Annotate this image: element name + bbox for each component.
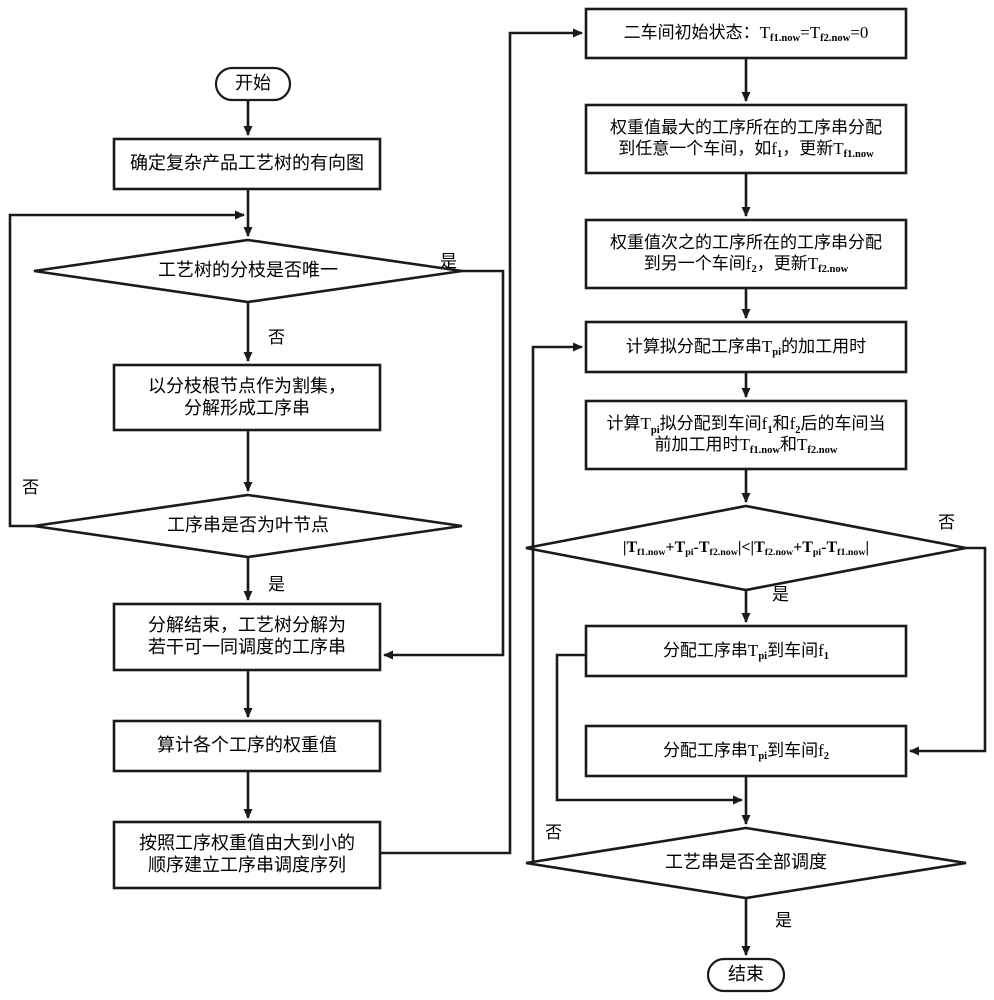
node-d1-shape <box>33 238 463 304</box>
node-n5-shape <box>112 820 382 890</box>
node-start-shape <box>214 66 292 102</box>
node-end-shape <box>706 957 786 993</box>
node-r7-shape <box>584 724 908 778</box>
node-d3-shape <box>525 504 967 592</box>
node-n3-shape <box>112 602 382 672</box>
node-d4-shape <box>525 826 967 900</box>
edge-label-d3-yes: 是 <box>772 585 789 604</box>
edge-label-d2-no: 否 <box>22 478 39 497</box>
edge-n5-to-r1 <box>380 28 583 855</box>
node-r1-shape <box>584 7 908 60</box>
node-r3-shape <box>584 218 908 290</box>
edge-label-d1-no: 否 <box>268 328 285 347</box>
node-d2-shape <box>33 493 463 559</box>
node-r2-shape <box>584 103 908 175</box>
edge-label-d2-yes: 是 <box>268 575 285 594</box>
edge-d1-yes-to-n3 <box>383 269 505 660</box>
edge-d3-no-to-r7 <box>909 546 987 756</box>
edge-label-d4-no: 否 <box>545 823 562 842</box>
node-n2-shape <box>112 363 382 432</box>
node-r4-shape <box>584 320 908 374</box>
node-r6-shape <box>584 624 908 678</box>
node-r5-shape <box>584 399 908 471</box>
edge-label-d4-yes: 是 <box>775 911 792 930</box>
edge-d2-no-feedback <box>8 210 245 528</box>
node-n1-shape <box>112 137 382 191</box>
edge-r6-to-d4 <box>555 653 743 805</box>
edge-label-d1-yes: 是 <box>440 252 457 271</box>
edge-d4-no-to-r4 <box>526 342 583 865</box>
node-n4-shape <box>112 719 382 773</box>
edge-label-d3-no: 否 <box>938 513 955 532</box>
